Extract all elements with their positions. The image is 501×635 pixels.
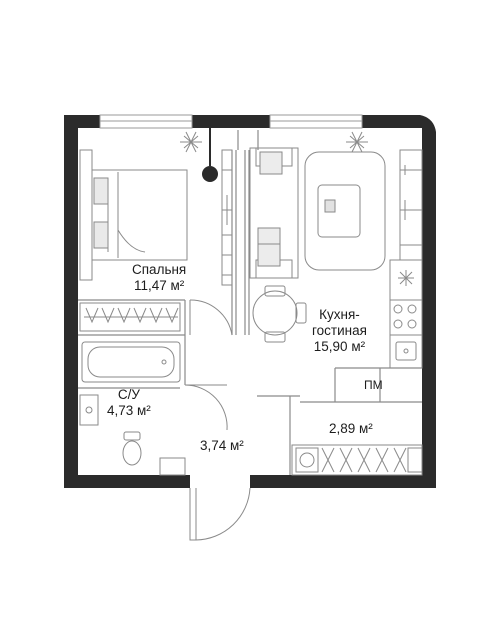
lamp-icon bbox=[202, 128, 218, 182]
bathroom-area: 4,73 м² bbox=[107, 403, 151, 418]
sink-icon bbox=[395, 341, 417, 361]
kitchen-living-label: Кухня- гостиная 15,90 м² bbox=[312, 307, 367, 355]
kitchen-living-name-2: гостиная bbox=[312, 323, 367, 338]
toilet-icon bbox=[122, 431, 142, 466]
bathtub bbox=[81, 341, 181, 383]
bathroom-name: С/У bbox=[117, 387, 140, 402]
wardrobe bbox=[79, 302, 181, 332]
kitchen-counter bbox=[389, 259, 423, 369]
windows bbox=[99, 114, 363, 129]
bedroom-shelf bbox=[221, 149, 233, 286]
tv-unit bbox=[399, 149, 423, 261]
hallway-area: 3,74 м² bbox=[200, 438, 244, 453]
bedroom-name: Спальня bbox=[132, 262, 187, 277]
bathroom-cabinet bbox=[159, 457, 186, 476]
bathroom-label: С/У 4,73 м² bbox=[107, 387, 151, 419]
bed bbox=[79, 149, 188, 281]
kitchen-living-area: 15,90 м² bbox=[313, 339, 366, 354]
kitchen-living-name-1: Кухня- bbox=[319, 307, 360, 322]
hob-icon bbox=[393, 304, 417, 329]
dining-table bbox=[252, 285, 307, 343]
bedroom-label: Спальня 11,47 м² bbox=[132, 262, 186, 294]
living-furniture bbox=[249, 147, 386, 279]
door-swings bbox=[184, 299, 251, 541]
hallway-label: 3,74 м² bbox=[200, 438, 244, 454]
vanity bbox=[79, 394, 99, 426]
bedroom-area: 11,47 м² bbox=[133, 278, 185, 293]
storage-area: 2,89 м² bbox=[329, 421, 373, 436]
utility-label: ПМ bbox=[364, 378, 383, 392]
hall-shelf bbox=[407, 447, 423, 473]
exterior-walls bbox=[64, 115, 436, 488]
washer-icon bbox=[295, 447, 319, 473]
storage-label: 2,89 м² bbox=[329, 421, 373, 437]
fridge-icon bbox=[398, 270, 414, 286]
plant-icon bbox=[180, 131, 368, 153]
storage-shelving bbox=[291, 444, 423, 476]
